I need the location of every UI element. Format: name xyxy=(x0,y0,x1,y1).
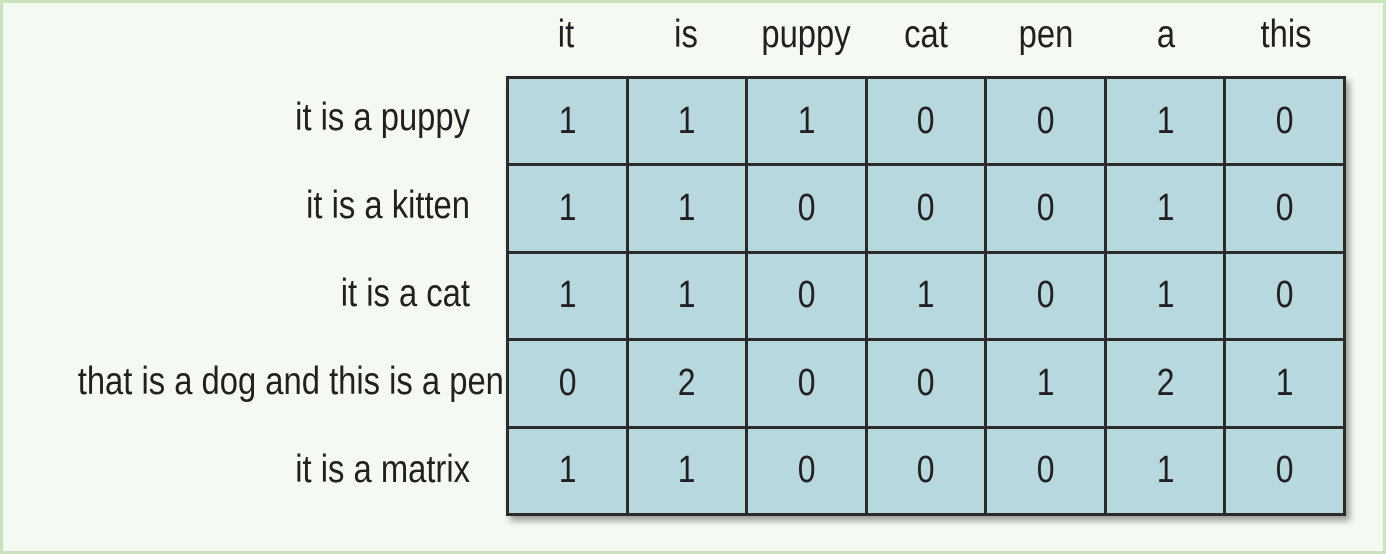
matrix-cell: 1 xyxy=(1226,341,1343,426)
matrix-cell: 1 xyxy=(867,253,985,339)
column-header-this: this xyxy=(1260,13,1312,56)
row-labels: it is a puppy it is a kitten it is a cat… xyxy=(3,76,504,516)
matrix-cell: 1 xyxy=(509,253,626,339)
matrix-cell: 0 xyxy=(509,341,626,426)
matrix-cell: 1 xyxy=(628,428,746,513)
matrix-cell: 0 xyxy=(1226,428,1343,513)
matrix-cell: 0 xyxy=(748,428,865,513)
matrix-cell: 0 xyxy=(748,166,865,251)
column-headers: it is puppy cat pen a this xyxy=(506,9,1346,65)
matrix-cell: 1 xyxy=(628,253,746,339)
row-label: it is a kitten xyxy=(306,184,470,227)
count-matrix: 1 1 1 0 0 1 0 1 1 0 0 0 1 0 1 1 0 1 0 1 … xyxy=(506,76,1346,516)
matrix-cell: 1 xyxy=(1106,79,1224,164)
matrix-cell: 0 xyxy=(748,253,865,339)
matrix-cell: 2 xyxy=(628,341,746,426)
column-header-puppy: puppy xyxy=(761,13,851,56)
matrix-cell: 0 xyxy=(867,166,985,251)
matrix-cell: 0 xyxy=(748,341,865,426)
row-label: it is a cat xyxy=(340,272,470,315)
matrix-cell: 0 xyxy=(1226,166,1343,251)
matrix-cell: 0 xyxy=(1226,79,1343,164)
matrix-cell: 1 xyxy=(509,79,626,164)
matrix-cell: 0 xyxy=(987,166,1104,251)
matrix-cell: 1 xyxy=(987,341,1104,426)
matrix-cell: 0 xyxy=(867,428,985,513)
row-label: it is a puppy xyxy=(295,96,470,139)
matrix-cell: 1 xyxy=(1106,166,1224,251)
matrix-cell: 2 xyxy=(1106,341,1224,426)
column-header-cat: cat xyxy=(904,13,948,56)
column-header-a: a xyxy=(1156,13,1176,56)
matrix-cell: 1 xyxy=(509,166,626,251)
row-label: that is a dog and this is a pen xyxy=(77,360,504,403)
matrix-cell: 1 xyxy=(1106,428,1224,513)
matrix-cell: 1 xyxy=(1106,253,1224,339)
column-header-is: is xyxy=(674,13,698,56)
matrix-cell: 0 xyxy=(987,253,1104,339)
matrix-cell: 0 xyxy=(987,79,1104,164)
column-header-it: it xyxy=(557,13,575,56)
column-header-pen: pen xyxy=(1018,13,1074,56)
matrix-cell: 0 xyxy=(987,428,1104,513)
row-label: it is a matrix xyxy=(295,448,470,491)
matrix-cell: 1 xyxy=(748,79,865,164)
matrix-cell: 1 xyxy=(628,79,746,164)
matrix-cell: 0 xyxy=(867,79,985,164)
matrix-cell: 0 xyxy=(1226,253,1343,339)
matrix-cell: 1 xyxy=(628,166,746,251)
matrix-cell: 0 xyxy=(867,341,985,426)
matrix-cell: 1 xyxy=(509,428,626,513)
